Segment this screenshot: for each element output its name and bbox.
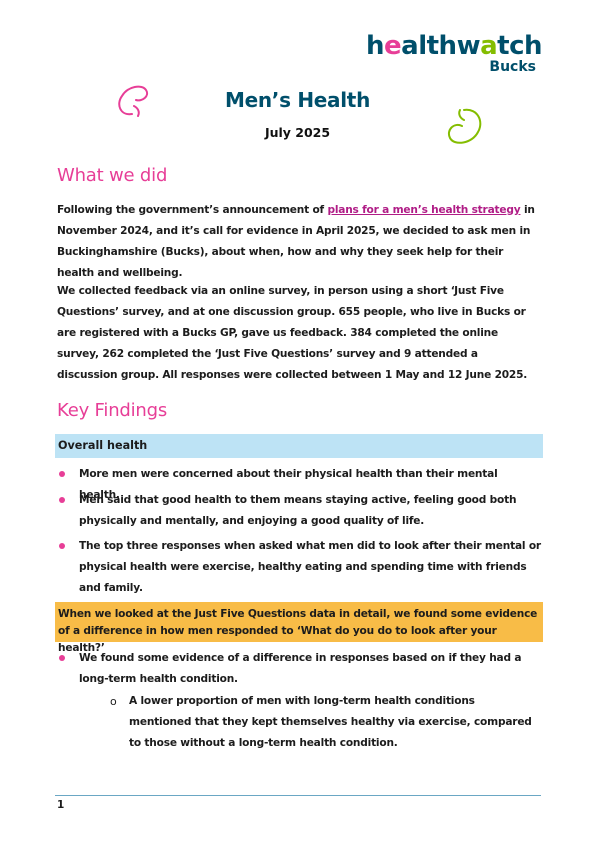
bullet-icon [59,655,65,661]
paragraph-method: We collected feedback via an online surv… [57,285,528,381]
sub-finding-item: A lower proportion of men with long-term… [129,695,532,749]
page-number: 1 [57,799,65,811]
callout-text: When we looked at the Just Five Question… [58,608,538,654]
finding-item: Men said that good health to them means … [79,494,517,527]
bullet-icon [59,471,65,477]
finding-item: The top three responses when asked what … [79,540,541,594]
section-heading-key-findings: Key Findings [57,400,168,421]
finding-item: We found some evidence of a difference i… [79,652,522,685]
strategy-link[interactable]: plans for a men’s health strategy [327,204,521,216]
overall-health-band: Overall health [55,434,543,458]
sub-bullet-marker: o [110,695,117,708]
paragraph-intro: Following the government’s announcement … [57,204,535,279]
section-heading-what-we-did: What we did [57,165,168,186]
green-quote-mark-icon [448,108,482,144]
finding-item: More men were concerned about their phys… [79,468,498,501]
bullet-icon [59,497,65,503]
bullet-icon [59,543,65,549]
footer-divider [55,795,541,796]
logo-wordmark: healthwatch [366,31,542,61]
overall-health-label: Overall health [58,439,148,452]
logo-subtitle: Bucks [489,59,536,75]
pink-quote-mark-icon [118,85,148,117]
report-date: July 2025 [264,125,331,140]
callout-band: When we looked at the Just Five Question… [55,602,543,654]
page-title: Men’s Health [224,88,371,112]
healthwatch-bucks-logo: healthwatch Bucks [352,32,542,74]
